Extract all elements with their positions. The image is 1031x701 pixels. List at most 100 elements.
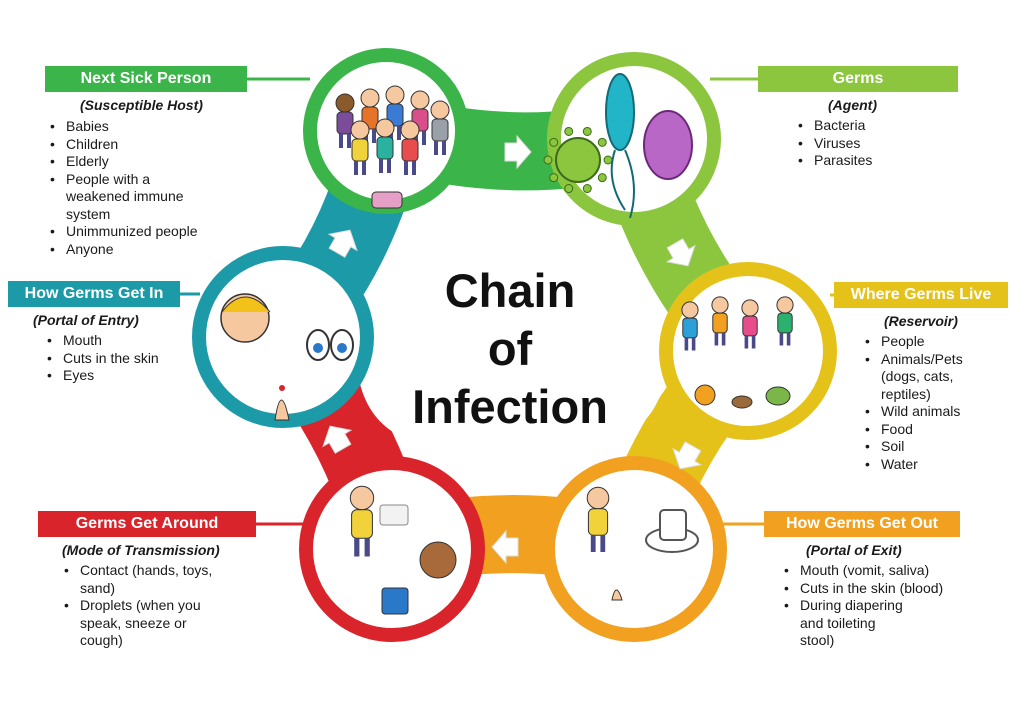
person-leg [722, 333, 726, 346]
title-line-2: of [360, 320, 660, 378]
virus-spike [550, 174, 558, 182]
list-item: Contact (hands, toys, sand) [62, 562, 212, 597]
person-head [742, 300, 758, 316]
list-item: During diapering and toileting stool) [782, 597, 943, 650]
list-item: Droplets (when you speak, sneeze or coug… [62, 597, 212, 650]
list-item: Mouth (vomit, saliva) [782, 562, 943, 580]
person-leg [372, 129, 376, 143]
list-item: Unimmunized people [48, 223, 198, 241]
person-body [402, 139, 418, 161]
person-leg [780, 333, 784, 346]
list-item: Viruses [796, 135, 872, 153]
person-leg [379, 159, 383, 173]
person-head [376, 119, 394, 137]
person-head [401, 121, 419, 139]
bacterium-icon [606, 74, 634, 150]
how-germs-get-out-list: Mouth (vomit, saliva) Cuts in the skin (… [782, 562, 943, 650]
person-head [431, 101, 449, 119]
virus-spike [598, 138, 606, 146]
list-item: Wild animals [863, 403, 963, 421]
person-leg [600, 535, 605, 552]
list-item: Parasites [796, 152, 872, 170]
person-body [377, 137, 393, 159]
blood-drop [279, 385, 285, 391]
list-item: Mouth [45, 332, 159, 350]
germs-get-around-heading: Germs Get Around [38, 511, 256, 537]
person-leg [434, 141, 438, 155]
person-leg [685, 338, 689, 351]
toilet-tank [660, 510, 686, 540]
where-germs-live-subtitle: (Reservoir) [884, 312, 958, 330]
person-leg [347, 134, 351, 148]
person-leg [745, 336, 749, 349]
person-leg [787, 333, 791, 346]
list-item: Water [863, 456, 963, 474]
list-item: Cuts in the skin (blood) [782, 580, 943, 598]
person-body [432, 119, 448, 141]
cat-icon [695, 385, 715, 405]
virus-icon [556, 138, 600, 182]
virus-spike [583, 185, 591, 193]
person-leg [362, 161, 366, 175]
list-item: Children [48, 136, 198, 154]
person-leg [422, 131, 426, 145]
burger-icon [732, 396, 752, 408]
how-germs-get-out-heading: How Germs Get Out [764, 511, 960, 537]
how-germs-get-in-heading: How Germs Get In [8, 281, 180, 307]
person-leg [715, 333, 719, 346]
title-line-3: Infection [360, 378, 660, 436]
person-leg [339, 134, 343, 148]
person-body [352, 510, 373, 539]
list-item: Babies [48, 118, 198, 136]
person-head [411, 91, 429, 109]
how-germs-get-out-node [548, 463, 720, 635]
pupil [337, 343, 347, 353]
list-item: Animals/Pets (dogs, cats, reptiles) [863, 351, 963, 404]
list-item: People [863, 333, 963, 351]
germs-heading: Germs [758, 66, 958, 92]
diagram-title: Chain of Infection [360, 262, 660, 436]
list-item: Food [863, 421, 963, 439]
virus-spike [565, 127, 573, 135]
turtle-icon [766, 387, 790, 405]
person-leg [442, 141, 446, 155]
next-sick-person-heading: Next Sick Person [45, 66, 247, 92]
person-leg [397, 126, 401, 140]
how-germs-get-out-subtitle: (Portal of Exit) [806, 541, 902, 559]
list-item: Elderly [48, 153, 198, 171]
person-leg [365, 538, 370, 556]
list-item: People with a weakened immune system [48, 171, 198, 224]
person-body [683, 318, 697, 338]
how-germs-get-in-subtitle: (Portal of Entry) [33, 311, 139, 329]
person-body [713, 313, 727, 333]
person-body [352, 139, 368, 161]
virus-spike [598, 174, 606, 182]
tissue-icon [380, 505, 408, 525]
person-head [336, 94, 354, 112]
virus-spike [565, 185, 573, 193]
virus-spike [583, 127, 591, 135]
germs-subtitle: (Agent) [828, 96, 877, 114]
crib-icon [372, 192, 402, 208]
teddy-bear-icon [420, 542, 456, 578]
person-head [712, 297, 728, 313]
next-sick-person-list: Babies Children Elderly People with a we… [48, 118, 198, 258]
person-head [350, 486, 373, 509]
person-head [682, 302, 698, 318]
list-item: Bacteria [796, 117, 872, 135]
virus-spike [550, 138, 558, 146]
person-head [587, 487, 609, 509]
person-leg [591, 535, 596, 552]
where-germs-live-heading: Where Germs Live [834, 282, 1008, 308]
person-leg [354, 161, 358, 175]
virus-spike [544, 156, 552, 164]
person-head [777, 297, 793, 313]
person-leg [752, 336, 756, 349]
list-item: Eyes [45, 367, 159, 385]
how-germs-get-in-list: Mouth Cuts in the skin Eyes [45, 332, 159, 385]
person-body [743, 316, 757, 336]
list-item: Soil [863, 438, 963, 456]
germs-list: Bacteria Viruses Parasites [796, 117, 872, 170]
pupil [313, 343, 323, 353]
